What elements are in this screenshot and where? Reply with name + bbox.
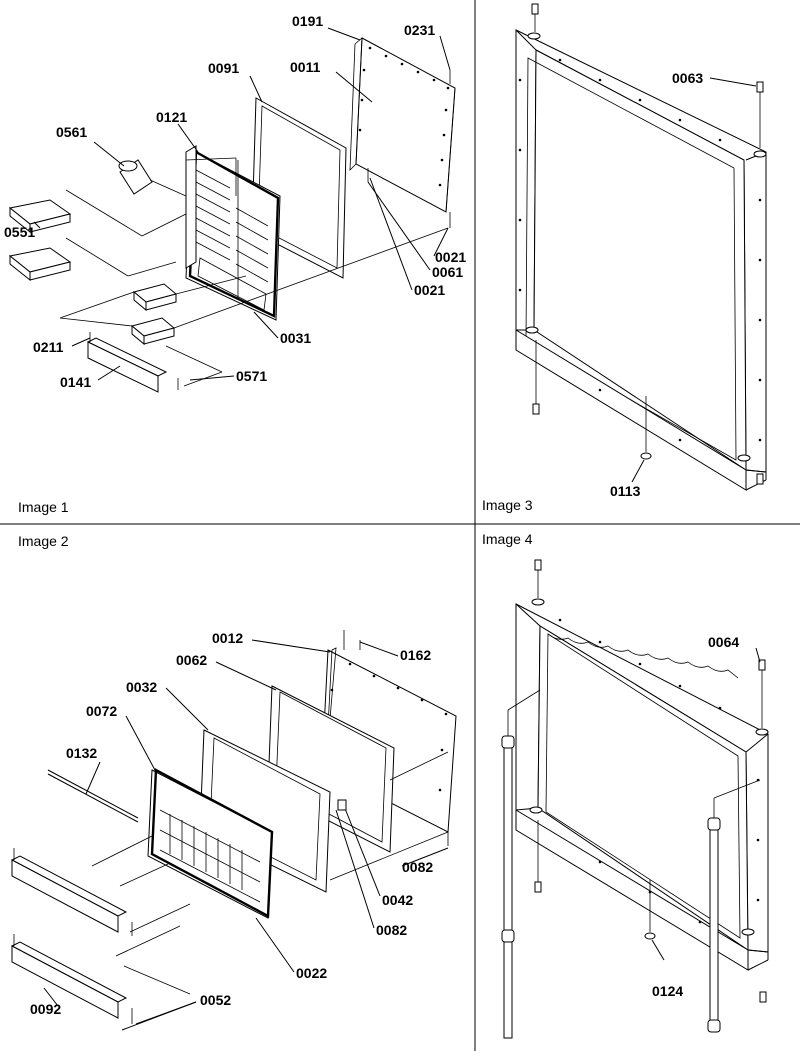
image-4-leader-lines: [651, 647, 761, 961]
label-0132: 0132: [66, 745, 97, 761]
screws-image-3: [531, 3, 764, 485]
image-3-panel: Image 3: [482, 3, 767, 513]
label-0571: 0571: [236, 368, 267, 384]
frame-image-3: [515, 29, 767, 491]
image-2-panel: Image 2: [10, 533, 457, 1031]
tubes-image-4: [501, 689, 761, 1039]
label-0162: 0162: [400, 647, 431, 663]
image-4-caption: Image 4: [482, 531, 533, 547]
image-1-panel: Image 1: [4, 13, 466, 515]
liner-0072: [147, 768, 274, 919]
label-0062: 0062: [176, 652, 207, 668]
shelf-0141: [86, 332, 179, 393]
image-2-caption: Image 2: [18, 533, 69, 549]
image-2-guide-lines: [91, 640, 449, 995]
label-0021-b: 0021: [414, 282, 445, 298]
shelf-0551-b: [8, 247, 72, 282]
image-1-leader-lines: [33, 27, 451, 381]
label-0113: 0113: [610, 483, 641, 499]
label-0022: 0022: [296, 965, 327, 981]
label-0031: 0031: [280, 330, 311, 346]
label-0063: 0063: [672, 70, 703, 86]
rod-0132: [47, 769, 139, 823]
label-0012: 0012: [212, 630, 243, 646]
label-0551: 0551: [4, 224, 35, 240]
label-0561: 0561: [56, 124, 87, 140]
label-0124: 0124: [652, 983, 683, 999]
label-0061: 0061: [432, 264, 463, 280]
label-0231: 0231: [404, 22, 435, 38]
liner-0121: [185, 145, 281, 321]
label-0082-b: 0082: [376, 922, 407, 938]
label-0141: 0141: [60, 374, 91, 390]
label-0191: 0191: [292, 13, 323, 29]
label-0082-a: 0082: [402, 859, 433, 875]
label-0072: 0072: [86, 703, 117, 719]
label-0121: 0121: [156, 109, 187, 125]
label-0052: 0052: [200, 992, 231, 1008]
shelf-image-2-a: [10, 848, 133, 936]
label-0011: 0011: [290, 59, 321, 75]
image-2-leader-lines: [43, 639, 449, 1031]
image-4-panel: Image 4: [482, 531, 769, 1039]
rear-panel-0011: [349, 37, 456, 228]
shelf-image-2-b: [10, 934, 133, 1024]
image-3-leader-lines: [631, 77, 757, 483]
label-0042: 0042: [382, 892, 413, 908]
bin-a: [132, 283, 178, 312]
image-3-caption: Image 3: [482, 497, 533, 513]
frame-image-4: [515, 598, 769, 971]
clip-0042: [337, 799, 347, 811]
image-1-caption: Image 1: [18, 499, 69, 515]
label-0092: 0092: [30, 1001, 61, 1017]
screws-image-4: [534, 559, 767, 1003]
label-0032: 0032: [126, 679, 157, 695]
part-0561: [118, 159, 153, 195]
bin-b: [130, 317, 176, 346]
gasket-0062: [267, 685, 395, 853]
label-0021-a: 0021: [435, 249, 466, 265]
label-0211: 0211: [33, 339, 64, 355]
label-0064: 0064: [708, 634, 739, 650]
label-0091: 0091: [208, 60, 239, 76]
